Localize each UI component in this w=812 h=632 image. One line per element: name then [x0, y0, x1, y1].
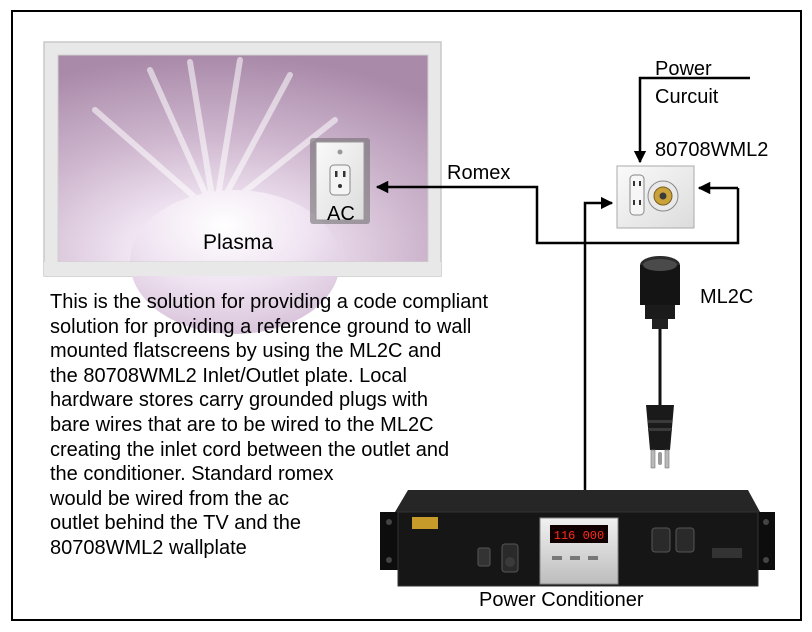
- description-line: bare wires that are to be wired to the M…: [50, 413, 434, 436]
- power-conditioner-label: Power Conditioner: [479, 589, 644, 611]
- description-line: mounted flatscreens by using the ML2C an…: [50, 340, 442, 363]
- plasma-tv: [43, 41, 442, 334]
- power-conditioner-icon: 116 000: [380, 490, 775, 587]
- ac-label: AC: [327, 203, 355, 225]
- power-plug-icon: [646, 405, 674, 469]
- power-circuit-label-2: Curcuit: [655, 86, 719, 108]
- description-line: This is the solution for providing a cod…: [50, 291, 489, 313]
- plasma-label: Plasma: [203, 231, 273, 254]
- description-line: would be wired from the ac: [50, 487, 290, 510]
- description-line: hardware stores carry grounded plugs wit…: [50, 389, 428, 412]
- romex-label: Romex: [447, 162, 510, 184]
- wallplate-icon: [616, 165, 695, 229]
- power-circuit-label: Power: [655, 58, 712, 80]
- description-line: 80708WML2 wallplate: [50, 536, 247, 559]
- description-line: outlet behind the TV and the: [50, 512, 301, 535]
- wallplate-model-label: 80708WML2: [655, 139, 768, 161]
- ac-outlet-icon: [310, 138, 370, 224]
- romex-wire: [375, 180, 740, 245]
- description-line: creating the inlet cord between the outl…: [50, 438, 450, 461]
- description-line: the conditioner. Standard romex: [50, 463, 334, 486]
- description-line: solution for providing a reference groun…: [50, 315, 472, 338]
- description-line: the 80708WML2 Inlet/Outlet plate. Local: [50, 364, 407, 387]
- conditioner-cord: [583, 196, 614, 490]
- power-circuit-wire: [633, 76, 750, 164]
- conditioner-display: 116 000: [554, 529, 604, 543]
- diagram-border: [11, 10, 802, 621]
- description-text: This is the solution for providing a cod…: [50, 290, 570, 561]
- ml2c-connector-icon: [640, 256, 680, 405]
- ml2c-label: ML2C: [700, 286, 753, 308]
